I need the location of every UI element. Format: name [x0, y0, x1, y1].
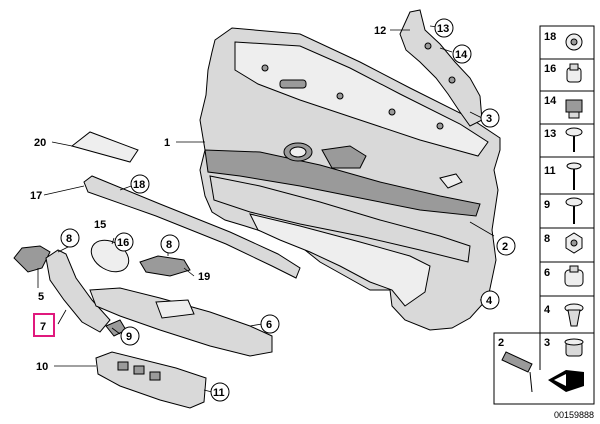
- side-label-16: 16: [544, 63, 556, 75]
- side-label-18: 18: [544, 31, 556, 43]
- callout-15: 15: [94, 219, 106, 231]
- fastener-11-icon: [566, 162, 582, 190]
- callout-16: 16: [117, 237, 129, 249]
- callout-10: 10: [36, 361, 48, 373]
- fastener-panel: 18 16 14 13 11 9 8 6 4 3 2: [493, 25, 595, 405]
- callout-5: 5: [38, 291, 44, 303]
- cover-part: [70, 131, 139, 163]
- callout-7: 7: [40, 321, 46, 333]
- fastener-18-icon: [565, 33, 583, 51]
- fastener-14-icon: [565, 99, 583, 119]
- callout-3: 3: [486, 113, 492, 125]
- callout-9: 9: [126, 331, 132, 343]
- side-label-9: 9: [544, 199, 550, 211]
- callout-20: 20: [34, 137, 46, 149]
- arrow-icon: [548, 370, 584, 392]
- side-label-13: 13: [544, 128, 556, 140]
- clip-detail-icon: [501, 351, 533, 393]
- fastener-16-icon: [566, 63, 582, 83]
- side-label-14: 14: [544, 95, 557, 107]
- callout-8a: 8: [66, 233, 72, 245]
- fastener-9-icon: [565, 197, 583, 224]
- callout-13: 13: [437, 23, 449, 35]
- callout-14: 14: [455, 49, 468, 61]
- fastener-8-icon: [565, 232, 583, 254]
- side-label-2: 2: [498, 337, 504, 349]
- callout-18: 18: [133, 179, 145, 191]
- document-id: 00159888: [553, 410, 594, 420]
- fastener-13-icon: [565, 127, 583, 152]
- armrest-panel: [45, 249, 111, 333]
- callout-12: 12: [374, 25, 386, 37]
- grab-handle: [13, 245, 51, 273]
- side-label-4: 4: [544, 304, 551, 316]
- callout-1: 1: [164, 137, 170, 149]
- fastener-3-icon: [564, 338, 584, 357]
- bracket-part: [399, 9, 483, 127]
- side-label-3: 3: [544, 337, 550, 349]
- highlight-box: [33, 313, 55, 337]
- side-label-6: 6: [544, 267, 550, 279]
- callout-4: 4: [486, 295, 493, 307]
- side-label-11: 11: [544, 165, 556, 177]
- fastener-4-icon: [564, 303, 584, 327]
- armrest-pad: [89, 287, 273, 357]
- fastener-6-icon: [564, 265, 584, 287]
- door-trim-panel: [199, 27, 501, 331]
- callout-8b: 8: [166, 239, 172, 251]
- callout-19: 19: [198, 271, 210, 283]
- side-label-8: 8: [544, 233, 550, 245]
- callout-2: 2: [502, 241, 508, 253]
- switch-block: [95, 351, 207, 409]
- circled-callouts: 13 14 3 2 4 18 8 16 8 6 9 11: [60, 18, 516, 402]
- callout-6: 6: [266, 319, 272, 331]
- trim-strip: [83, 175, 301, 279]
- callout-11: 11: [213, 387, 225, 399]
- inner-handle: [139, 255, 191, 277]
- callout-17: 17: [30, 190, 42, 202]
